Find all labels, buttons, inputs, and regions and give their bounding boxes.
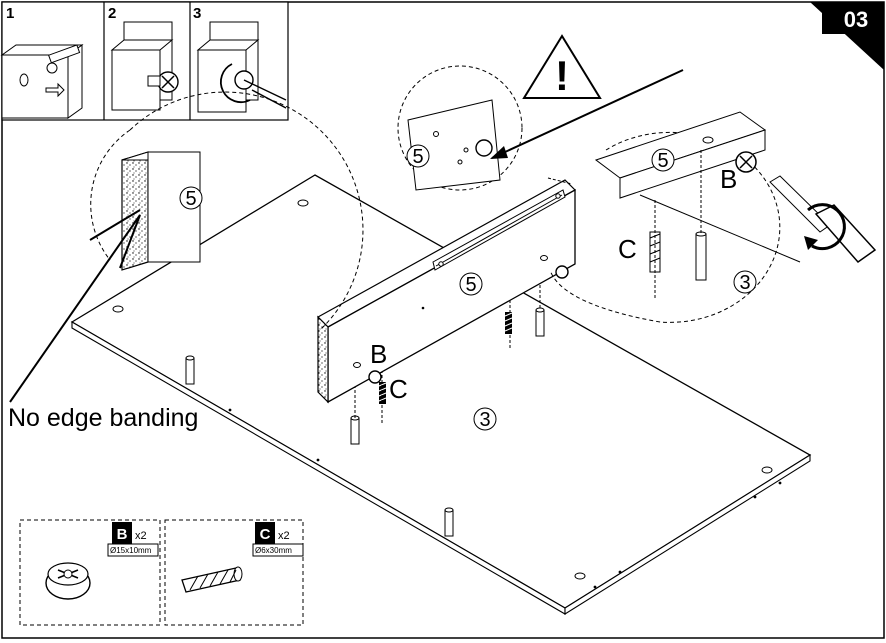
step-number: 03 <box>844 7 868 32</box>
right-detail-label-c: C <box>618 234 637 264</box>
hardware-c-qty: x2 <box>278 530 290 542</box>
panel-3 <box>70 174 812 615</box>
hardware-b-code: B <box>117 526 128 543</box>
substep-3: 3 <box>193 5 287 113</box>
warning-icon: ! <box>522 34 602 99</box>
warning-detail-callout: 5 <box>397 65 684 191</box>
substep-3-label: 3 <box>193 5 201 22</box>
panel-5-number: 5 <box>465 274 476 296</box>
cam-lock-icon <box>45 562 91 600</box>
cam-dowel-detail-callout: 5 3 B C <box>549 111 877 323</box>
warning-symbol: ! <box>555 52 569 99</box>
substep-1: 1 <box>0 5 84 119</box>
edge-detail-panel-number: 5 <box>185 188 196 210</box>
panel-5 <box>317 179 576 404</box>
hardware-c-box: C x2 Ø6x30mm <box>164 519 304 626</box>
panel-3-dowels <box>185 280 545 537</box>
hardware-c-code: C <box>260 526 271 543</box>
hardware-b-box: B x2 Ø15x10mm <box>19 519 161 626</box>
hardware-b-size: Ø15x10mm <box>110 546 152 555</box>
right-detail-panel-5: 5 <box>657 150 668 172</box>
hardware-b-qty: x2 <box>135 530 147 542</box>
step-badge: 03 <box>810 2 884 70</box>
right-detail-label-b: B <box>720 164 737 194</box>
warning-detail-panel-number: 5 <box>412 146 423 168</box>
no-edge-banding-note: No edge banding <box>8 404 198 432</box>
panel-3-number: 3 <box>479 409 490 431</box>
label-b: B <box>370 339 387 369</box>
right-detail-panel-3: 3 <box>739 272 750 294</box>
edge-detail-callout: 5 <box>9 91 364 403</box>
substep-panels: 1 2 3 <box>0 1 289 121</box>
label-c: C <box>389 374 408 404</box>
substep-2-label: 2 <box>108 5 116 22</box>
hardware-list: B x2 Ø15x10mm C x2 Ø6x30mm <box>19 519 304 626</box>
substep-1-label: 1 <box>6 5 14 22</box>
cam-lock-icon <box>368 370 382 384</box>
substep-2: 2 <box>108 5 179 111</box>
wooden-dowel-icon <box>181 566 243 593</box>
hardware-c-size: Ø6x30mm <box>255 546 292 555</box>
